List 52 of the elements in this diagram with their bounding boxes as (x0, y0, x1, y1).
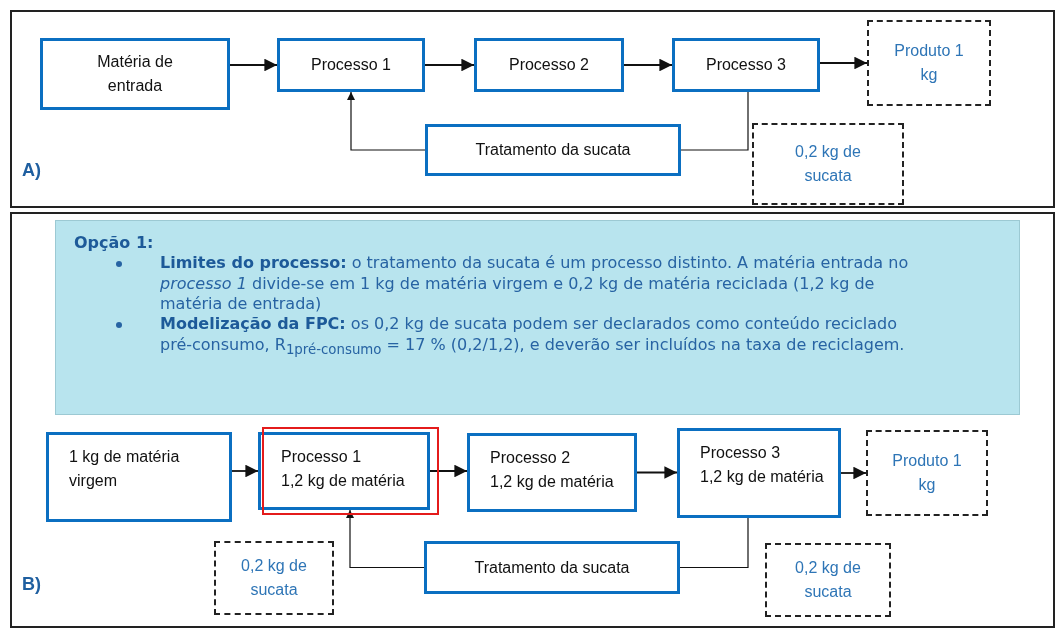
process-text: Processo 3 (700, 443, 781, 463)
arrow (623, 58, 673, 72)
process-text: 1,2 kg de matéria (700, 467, 824, 487)
process-text: Processo 2 (508, 55, 589, 75)
output-box (214, 541, 334, 615)
process-text: Matéria de entrada (96, 52, 174, 96)
panel-frame (10, 212, 1055, 628)
arrow (819, 56, 868, 70)
process-text: Processo 1 (310, 55, 391, 75)
process-text: 1 kg de matéria virgem (69, 447, 181, 491)
bullet-text: Limites do processo: o tratamento da sucata é um processo distinto. A matéria entrada no processo 1 divide-se em 1 kg de matéria virgem e 0,2 kg de matéria reciclada (1,2 kg de matéria de entrada) (160, 253, 909, 313)
process-box (277, 38, 425, 92)
process-box (258, 432, 430, 510)
process-box (467, 433, 637, 512)
process-box (474, 38, 624, 92)
connector-line (679, 517, 749, 569)
process-text: Processo 3 (705, 55, 786, 75)
output-text: 0,2 kg de sucata (794, 558, 862, 602)
output-text: 0,2 kg de sucata (794, 142, 862, 186)
process-text: Tratamento da sucata (474, 557, 630, 578)
arrow (424, 58, 475, 72)
arrow (346, 91, 426, 151)
panel-label: A) (22, 160, 41, 181)
connector-line (680, 91, 749, 151)
panel-label: B) (22, 574, 41, 595)
process-text: Tratamento da sucata (475, 140, 631, 160)
arrow (229, 58, 278, 72)
process-text: 1,2 kg de matéria (281, 471, 405, 491)
process-text: Processo 1 (281, 447, 362, 467)
output-box (765, 543, 891, 617)
arrow (231, 464, 259, 478)
process-text: 1,2 kg de matéria (490, 472, 614, 492)
process-box (677, 428, 841, 518)
panel-frame (10, 10, 1055, 208)
arrow (840, 466, 867, 480)
info-panel (55, 220, 1020, 415)
output-box (866, 430, 988, 516)
arrow (636, 466, 678, 479)
arrow (429, 464, 468, 478)
output-text: Produto 1 kg (893, 41, 965, 85)
process-box (40, 38, 230, 110)
process-box (424, 541, 680, 594)
output-box (867, 20, 991, 106)
process-box (672, 38, 820, 92)
output-box (752, 123, 904, 205)
arrow (345, 509, 425, 569)
output-text: 0,2 kg de sucata (240, 556, 308, 600)
output-text: Produto 1 kg (891, 451, 963, 495)
heading: Opção 1: (74, 233, 155, 254)
process-text: Processo 2 (490, 448, 571, 468)
process-box (46, 432, 232, 522)
process-box (425, 124, 681, 176)
